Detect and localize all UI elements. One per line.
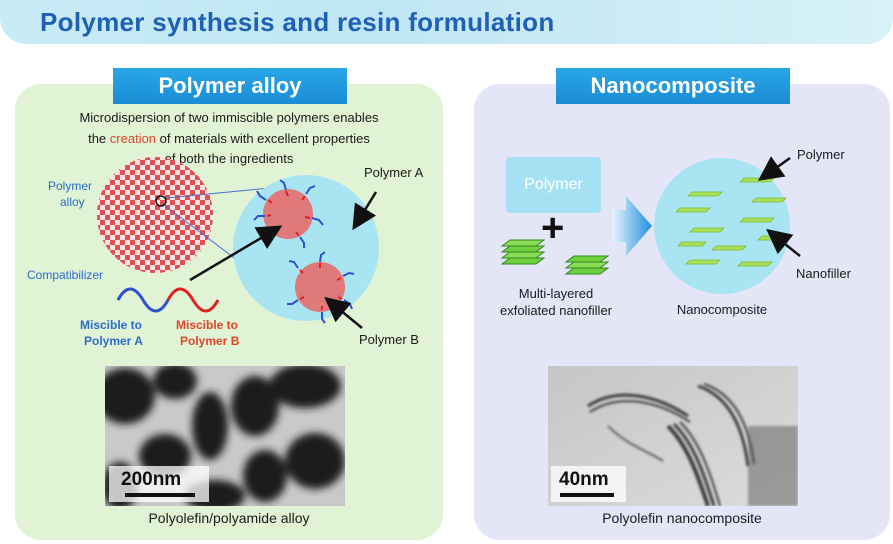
desc-text: of materials with excellent properties bbox=[156, 131, 370, 146]
nanocomposite-caption: Polyolefin nanocomposite bbox=[602, 510, 762, 526]
alloy-description-line2: the creation of materials with excellent… bbox=[15, 131, 443, 146]
scale-bar-label-left: 200nm bbox=[121, 469, 182, 490]
page-title: Polymer synthesis and resin formulation bbox=[40, 7, 555, 37]
nanocomposite-circle bbox=[654, 158, 790, 294]
nanofiller-stack-1 bbox=[500, 239, 546, 265]
alloy-caption: Polyolefin/polyamide alloy bbox=[148, 510, 310, 526]
creation-highlight: creation bbox=[109, 131, 157, 146]
label-compatibilizer: Compatibilizer bbox=[27, 268, 104, 282]
scale-bar-label-right: 40nm bbox=[559, 469, 609, 490]
scale-bar-left bbox=[125, 493, 195, 497]
title-bar bbox=[0, 0, 893, 44]
arrow-polymer-b bbox=[324, 296, 363, 329]
desc-text: the bbox=[88, 131, 110, 146]
polymer-alloy-circle bbox=[97, 157, 213, 273]
label-nanocomposite: Nanocomposite bbox=[676, 302, 768, 317]
label-miscible-a-2: Polymer A bbox=[84, 334, 143, 348]
zoom-line-top bbox=[165, 187, 271, 199]
label-nanofiller: Nanofiller bbox=[796, 266, 851, 281]
alloy-description-line1: Microdispersion of two immiscible polyme… bbox=[79, 110, 379, 125]
polymer-box: Polymer bbox=[506, 157, 601, 213]
nanocomposite-header: Nanocomposite bbox=[556, 68, 790, 104]
zoom-spot bbox=[155, 195, 167, 207]
polymer-alloy-header: Polymer alloy bbox=[113, 68, 347, 104]
label-polymer-alloy-1: Polymer bbox=[48, 179, 93, 193]
compatibilizer-wave-blue bbox=[116, 287, 170, 313]
arrow-compatibilizer bbox=[189, 225, 283, 282]
arrow-polymer-a bbox=[352, 191, 378, 231]
nanofiller-stack-2 bbox=[564, 255, 610, 275]
label-miscible-b-2: Polymer B bbox=[180, 334, 240, 348]
label-miscible-b-1: Miscible to bbox=[176, 318, 239, 332]
label-polymer-alloy-2: alloy bbox=[60, 195, 85, 209]
nanocomposite-tem-image bbox=[548, 366, 798, 506]
label-miscible-a-1: Miscible to bbox=[80, 318, 143, 332]
big-arrow bbox=[612, 196, 652, 256]
arrow-polymer-right bbox=[757, 156, 791, 181]
label-polymer-right: Polymer bbox=[797, 147, 845, 162]
label-polymer-b: Polymer B bbox=[359, 332, 419, 347]
arrow-nanofiller bbox=[766, 228, 801, 257]
label-filler-1: Multi-layered bbox=[518, 286, 594, 301]
label-filler-2: exfoliated nanofiller bbox=[499, 303, 613, 318]
alloy-description-line3: of both the ingredients bbox=[164, 151, 294, 166]
label-polymer-a: Polymer A bbox=[364, 165, 424, 180]
compatibilizer-wave-red bbox=[166, 287, 220, 313]
plus-sign: + bbox=[541, 206, 565, 250]
scale-bar-right bbox=[560, 493, 614, 497]
alloy-tem-image bbox=[105, 366, 345, 506]
